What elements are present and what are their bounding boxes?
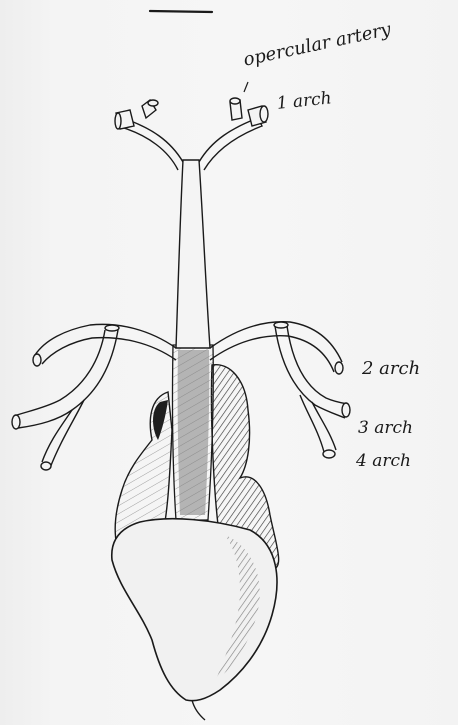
label-arch-4: 4 arch [356,453,411,470]
ventricle-tip [192,700,205,720]
label-arch-3: 3 arch [358,420,413,437]
ventral-aorta [176,160,210,348]
label-arch-2: 2 arch [362,360,420,378]
bulbus-shading [178,350,210,515]
opercular-leader [244,82,248,92]
first-arch-left [115,100,158,129]
top-stroke [150,11,212,12]
